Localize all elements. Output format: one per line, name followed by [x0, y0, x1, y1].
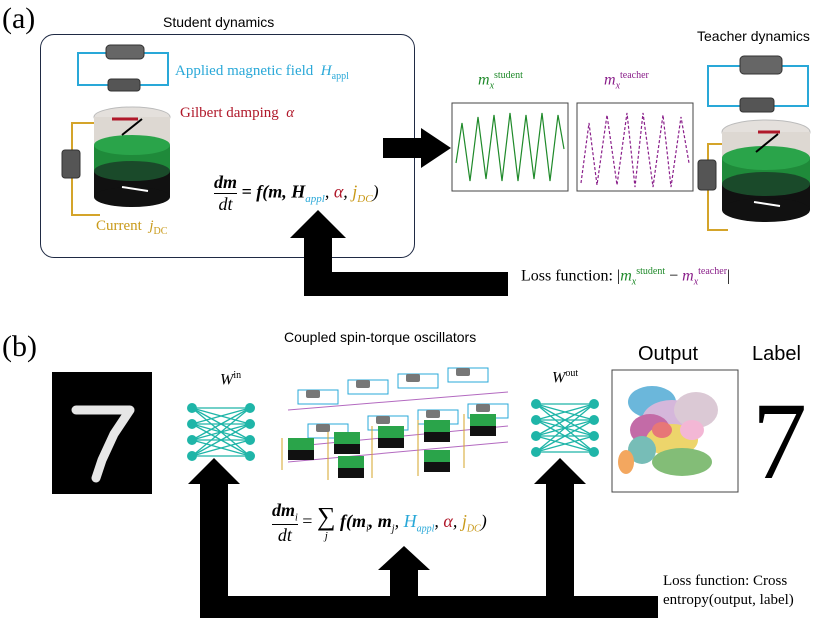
magnetization-arrow [121, 118, 143, 136]
student-signal-plot [451, 102, 569, 192]
oscillator-array [281, 367, 509, 480]
fixed-layer-arrow [121, 186, 149, 192]
loss-line-2: entropy(output, label) [663, 592, 794, 608]
input-digit-image [52, 372, 152, 494]
w-out-label: Wout [552, 368, 579, 387]
applied-field-label: Applied magnetic field Happl [175, 63, 349, 82]
field-coil-top [105, 44, 145, 60]
panel-a-label: (a) [2, 2, 36, 35]
input-weight-network [187, 403, 255, 461]
teacher-signal-plot [576, 102, 694, 192]
damping-label: Gilbert damping α [180, 105, 295, 121]
loss-function-b: Loss function: Cross entropy(output, lab… [663, 572, 794, 610]
output-scatter-plot [611, 369, 739, 493]
student-oscillator-device [61, 44, 171, 216]
current-label: Current jDC [96, 218, 168, 237]
feedback-arrows-b [188, 458, 658, 618]
current-source [61, 149, 81, 179]
teacher-oscillator-device [697, 55, 811, 231]
coupled-equation: dmi dt = ∑ j f(mi, mj, Happl, α, jDC) [272, 500, 487, 545]
field-coil-bottom [107, 78, 141, 92]
student-waveform [455, 112, 565, 182]
student-equation: dm dt = f(m, Happl, α, jDC) [214, 172, 379, 214]
loss-function-a: Loss function: |mxstudent − mxteacher| [521, 266, 731, 288]
output-label: Output [638, 343, 699, 365]
teacher-plot-label: mxteacher [604, 70, 649, 92]
coupled-oscillators-title: Coupled spin-torque oscillators [284, 329, 477, 345]
label-value: 7 [752, 380, 807, 502]
teacher-waveform [580, 112, 690, 188]
w-in-label: Win [220, 370, 242, 389]
arrow-to-plots [383, 128, 451, 168]
label-header: Label [752, 343, 801, 365]
student-dynamics-title: Student dynamics [163, 14, 275, 30]
loss-line-1: Loss function: Cross [663, 573, 788, 589]
teacher-dynamics-title: Teacher dynamics [697, 28, 810, 44]
panel-b-label: (b) [2, 330, 37, 363]
output-weight-network [531, 399, 599, 457]
student-plot-label: mxstudent [478, 70, 523, 92]
feedback-arrow-a [290, 210, 508, 296]
